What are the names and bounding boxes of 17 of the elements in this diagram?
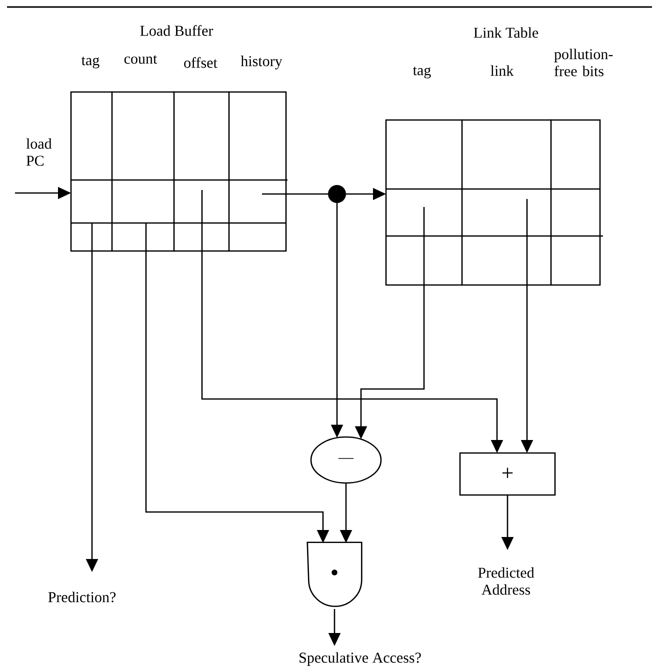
junction-dot	[328, 185, 346, 203]
column-header: offset	[184, 57, 218, 68]
subtractor: —	[310, 436, 382, 484]
column-header: tag	[412, 66, 431, 78]
table-title: Link Table	[474, 27, 538, 38]
output-label: Prediction?	[48, 592, 116, 602]
column-header: tag	[81, 56, 100, 68]
column-header: pollution-free bits	[554, 48, 613, 76]
adder: +	[459, 452, 556, 496]
column-header: history	[240, 56, 282, 70]
edge-label: load PC	[25, 137, 63, 167]
output-label: Predicted Address	[478, 567, 534, 595]
column-header: link	[490, 65, 514, 76]
and-gate: •	[306, 542, 362, 607]
table-title: Load Buffer	[140, 25, 214, 36]
column-header: count	[124, 55, 158, 64]
output-label: Speculative Access?	[300, 652, 421, 666]
